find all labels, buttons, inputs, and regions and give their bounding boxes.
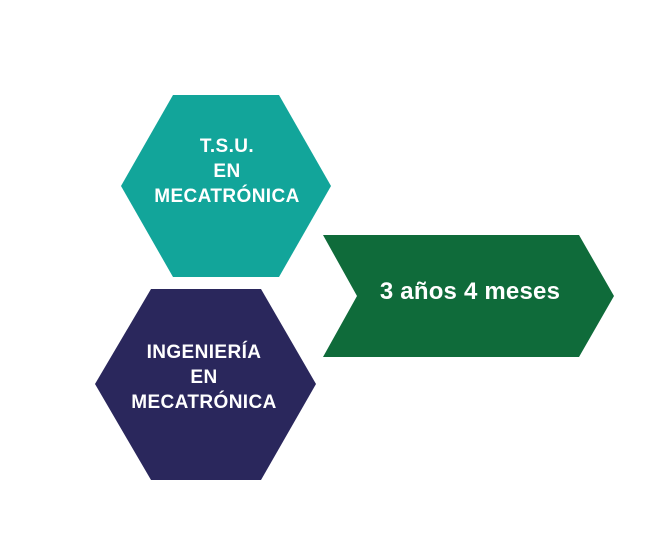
duration-label: 3 años 4 meses — [379, 278, 561, 305]
ingenieria-label-line-3: MECATRÓNICA — [131, 392, 277, 414]
ingenieria-label-line-2: EN — [190, 367, 218, 389]
ingenieria-label: INGENIERÍA EN MECATRÓNICA — [95, 340, 313, 415]
tsu-label-line-3: MECATRÓNICA — [154, 186, 300, 208]
tsu-label-line-2: EN — [213, 161, 241, 183]
tsu-label-line-1: T.S.U. — [199, 136, 255, 157]
ingenieria-label-line-1: INGENIERÍA — [146, 342, 262, 363]
tsu-hexagon — [121, 95, 331, 277]
tsu-label: T.S.U. EN MECATRÓNICA — [121, 134, 333, 209]
ingenieria-hexagon — [95, 289, 316, 480]
duration-chevron — [323, 235, 614, 357]
